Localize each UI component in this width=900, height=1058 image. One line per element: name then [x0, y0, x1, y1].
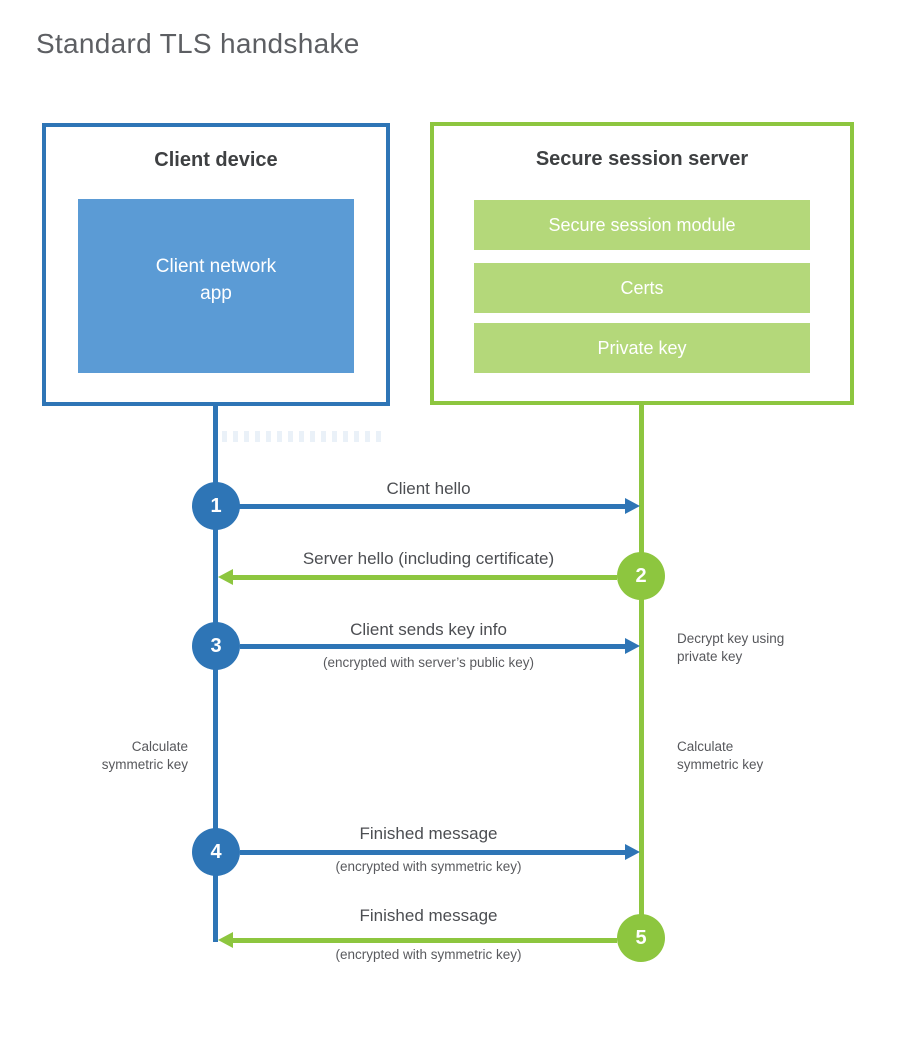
- client-device-box: Client device Client network app: [42, 123, 390, 406]
- message-2-label: Server hello (including certificate): [302, 549, 555, 568]
- arrow-right-icon: [625, 638, 640, 654]
- server-module-certs: Certs: [474, 263, 810, 313]
- message-3-sublabel: (encrypted with server’s public key): [322, 655, 535, 670]
- arrow-3-line: [240, 644, 625, 649]
- client-device-header: Client device: [154, 149, 278, 171]
- message-4-label: Finished message: [359, 824, 498, 843]
- step-1-badge: 1: [192, 482, 240, 530]
- note-calculate-symmetric-key-server: Calculate symmetric key: [677, 739, 764, 772]
- arrow-4-line: [240, 850, 625, 855]
- arrow-right-icon: [625, 844, 640, 860]
- step-3-badge: 3: [192, 622, 240, 670]
- message-1-label: Client hello: [386, 479, 471, 498]
- server-lifeline: [639, 405, 644, 916]
- arrow-left-icon: [218, 932, 233, 948]
- step-5-badge: 5: [617, 914, 665, 962]
- step-2-badge: 2: [617, 552, 665, 600]
- client-lifeline: [213, 406, 218, 942]
- server-module-private-key: Private key: [474, 323, 810, 373]
- step-4-badge: 4: [192, 828, 240, 876]
- arrow-5-line: [233, 938, 617, 943]
- arrow-left-icon: [218, 569, 233, 585]
- arrow-1-line: [238, 504, 625, 509]
- message-4-sublabel: (encrypted with symmetric key): [335, 859, 522, 874]
- note-calculate-symmetric-key-client: Calculate symmetric key: [101, 739, 188, 772]
- note-decrypt-key: Decrypt key using private key: [677, 631, 785, 664]
- server-module-secure-session: Secure session module: [474, 200, 810, 250]
- arrow-right-icon: [625, 498, 640, 514]
- client-network-app-box: Client network app: [78, 199, 354, 373]
- faint-dashed-line: [222, 431, 384, 442]
- secure-session-server-header: Secure session server: [535, 148, 749, 170]
- message-3-label: Client sends key info: [350, 620, 507, 639]
- arrow-2-line: [233, 575, 617, 580]
- message-5-sublabel: (encrypted with symmetric key): [335, 947, 522, 962]
- secure-session-server-box: Secure session server Secure session mod…: [430, 122, 854, 405]
- message-5-label: Finished message: [359, 906, 498, 925]
- page-title: Standard TLS handshake: [36, 28, 360, 59]
